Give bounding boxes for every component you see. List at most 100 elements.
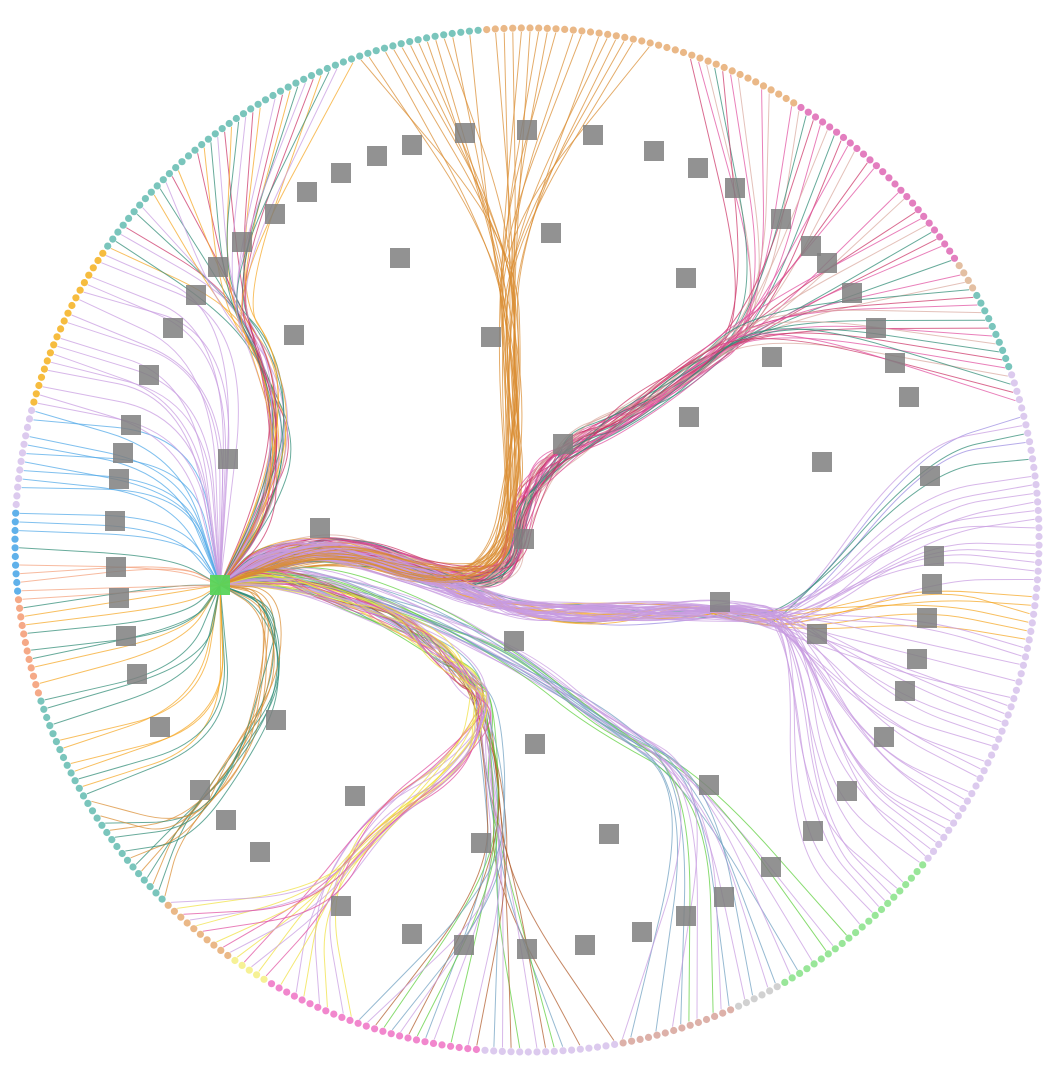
leaf-node	[561, 25, 569, 33]
bundle-edge	[219, 574, 500, 1043]
bundle-edge	[91, 584, 264, 819]
hub-node	[874, 727, 894, 747]
leaf-node	[12, 561, 20, 569]
leaf-node	[68, 301, 76, 310]
leaf-node	[1034, 558, 1043, 567]
leaf-node	[796, 969, 804, 978]
leaf-node	[995, 735, 1003, 743]
hub-node	[367, 146, 387, 166]
leaf-node	[865, 917, 873, 925]
leaf-node	[991, 743, 999, 751]
bundle-edge	[219, 37, 511, 586]
leaf-node	[50, 341, 58, 349]
leaf-node	[396, 1032, 404, 1040]
leaf-node	[389, 42, 397, 50]
leaf-node	[924, 854, 932, 862]
bundle-edge	[219, 546, 926, 857]
leaf-node	[269, 91, 277, 100]
leaf-node	[218, 125, 226, 133]
leaf-node	[968, 790, 976, 798]
leaf-node	[23, 423, 32, 431]
leaf-node	[204, 135, 212, 143]
leaf-node	[963, 797, 972, 805]
leaf-node	[1028, 455, 1037, 463]
bundle-edge	[47, 584, 221, 709]
leaf-node	[16, 466, 24, 474]
leaf-node	[929, 847, 938, 856]
leaf-node	[988, 751, 996, 759]
leaf-node	[686, 1021, 694, 1029]
hub-node	[116, 626, 136, 646]
leaf-node	[992, 330, 1000, 338]
leaf-node	[1034, 567, 1042, 575]
bundle-edge	[219, 543, 880, 907]
leaf-node	[261, 96, 270, 104]
leaf-node	[21, 638, 29, 647]
leaf-node	[902, 881, 910, 889]
hub-node	[109, 469, 129, 489]
leaf-node	[1033, 489, 1041, 497]
bundle-edge	[219, 543, 956, 815]
hub-node	[907, 649, 927, 669]
leaf-node	[210, 941, 218, 949]
leaf-node	[114, 228, 122, 236]
leaf-node	[752, 78, 760, 86]
leaf-node	[17, 457, 25, 465]
hub-node	[679, 407, 699, 427]
leaf-node	[253, 971, 261, 979]
leaf-node	[298, 996, 306, 1004]
leaf-node	[694, 1018, 703, 1027]
leaf-node	[1033, 584, 1041, 593]
leaf-node	[1023, 644, 1031, 653]
leaf-node	[804, 108, 812, 116]
leaf-node	[14, 587, 22, 595]
hub-node	[455, 123, 475, 143]
leaf-node	[907, 874, 916, 882]
bundle-edge	[53, 584, 221, 725]
bundle-edge	[219, 554, 1002, 723]
leaf-node	[300, 75, 308, 83]
leaf-node	[1021, 653, 1030, 661]
leaf-node	[964, 276, 972, 284]
hub-node	[284, 325, 304, 345]
hub-node	[109, 588, 129, 608]
leaf-node	[1022, 421, 1030, 429]
leaf-node	[543, 24, 551, 32]
leaf-node	[619, 1039, 627, 1047]
leaf-node	[702, 1015, 711, 1024]
hub-node	[761, 857, 781, 877]
leaf-node	[507, 1048, 515, 1056]
leaf-node	[448, 29, 456, 38]
leaf-node	[14, 483, 22, 491]
leaf-node	[231, 956, 239, 965]
hub-node	[265, 204, 285, 224]
leaf-node	[152, 889, 160, 897]
bundle-edge	[219, 107, 287, 586]
leaf-node	[85, 271, 93, 279]
hub-node	[514, 529, 534, 549]
leaf-node	[935, 840, 943, 849]
leaf-node	[838, 939, 846, 948]
bundle-edge	[219, 64, 751, 586]
bundle-edge	[219, 40, 523, 586]
leaf-node	[474, 26, 482, 34]
hub-node	[402, 924, 422, 944]
bundle-edge	[219, 71, 330, 586]
leaf-node	[1015, 678, 1023, 686]
leaf-node	[53, 333, 61, 341]
hub-node	[699, 775, 719, 795]
leaf-node	[43, 713, 51, 722]
leaf-node	[712, 60, 720, 68]
leaf-node	[688, 51, 696, 59]
bundle-edge	[219, 32, 548, 586]
hub-node	[807, 624, 827, 644]
leaf-node	[759, 82, 768, 90]
leaf-node	[846, 139, 854, 147]
leaf-node	[719, 1009, 727, 1017]
leaf-node	[147, 188, 155, 196]
leaf-node	[12, 509, 20, 517]
leaf-node	[136, 201, 144, 209]
leaf-node	[1031, 602, 1039, 610]
leaf-node	[29, 672, 38, 680]
leaf-node	[217, 946, 225, 955]
